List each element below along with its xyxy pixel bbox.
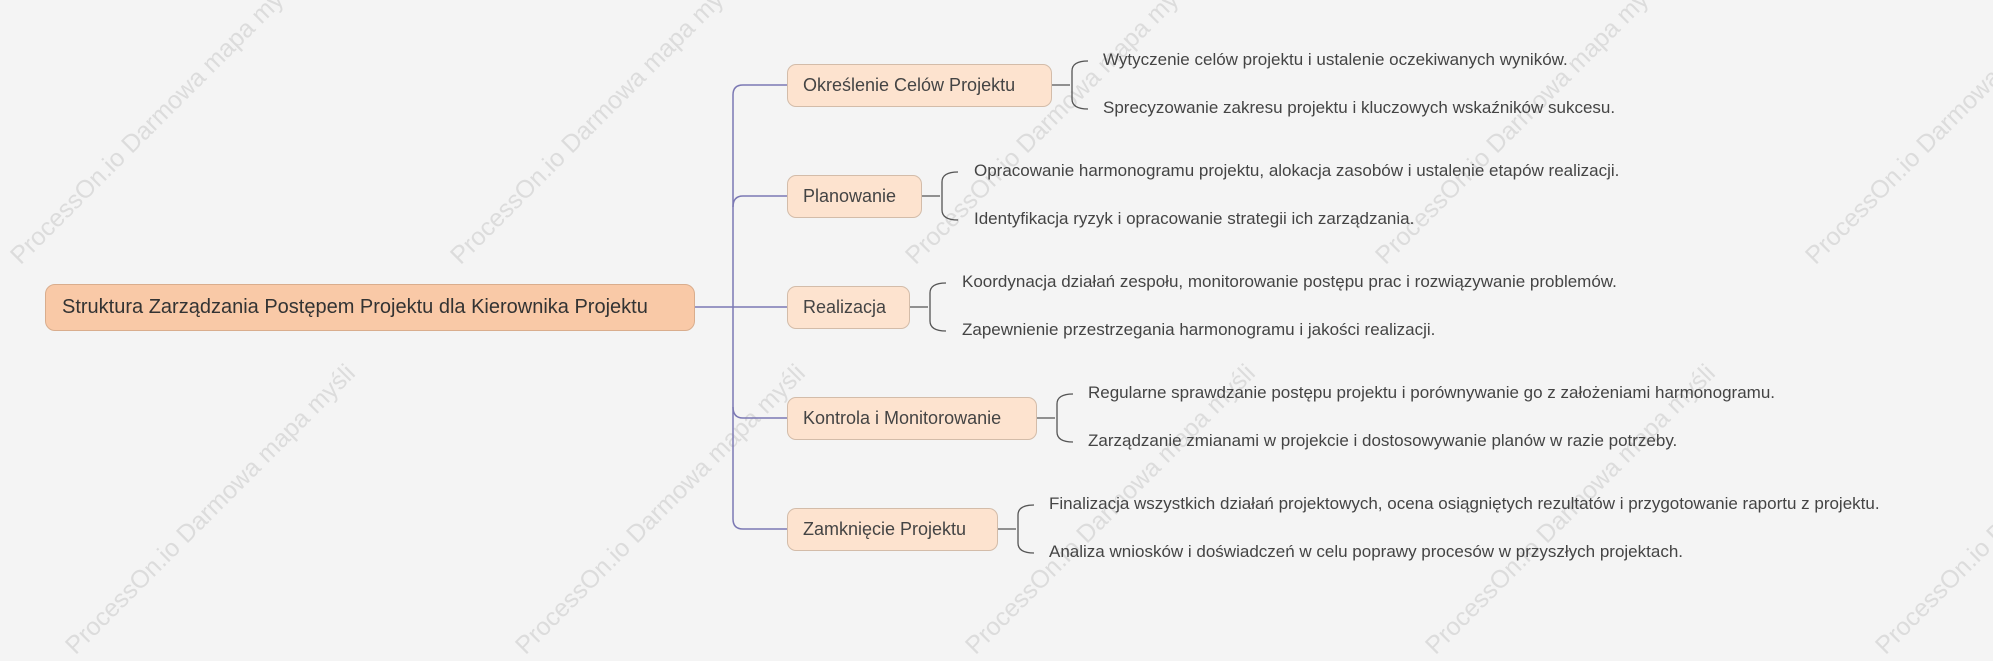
branch-connector — [732, 406, 787, 419]
connectors — [695, 60, 1089, 554]
leaf-bracket — [1037, 393, 1074, 443]
branch-connector — [732, 195, 787, 208]
leaf-topic[interactable]: Wytyczenie celów projektu i ustalenie oc… — [1103, 50, 1568, 69]
leaf-bracket — [922, 171, 959, 221]
leaf-topic[interactable]: Zarządzanie zmianami w projekcie i dosto… — [1088, 431, 1678, 450]
leaf-topic[interactable]: Identyfikacja ryzyk i opracowanie strate… — [974, 209, 1415, 228]
leaf-bracket — [998, 504, 1035, 554]
branch-topic-closure[interactable]: Zamknięcie Projektu — [787, 508, 998, 551]
leaf-topic[interactable]: Finalizacja wszystkich działań projektow… — [1049, 494, 1880, 513]
branch-topic-execution[interactable]: Realizacja — [787, 286, 910, 329]
leaf-topic[interactable]: Sprecyzowanie zakresu projektu i kluczow… — [1103, 98, 1616, 117]
branch-topic-goals[interactable]: Określenie Celów Projektu — [787, 64, 1052, 107]
mind-map: ProcessOn.io Darmowa mapa myśli ProcessO… — [5, 0, 1993, 660]
leaf-topic[interactable]: Opracowanie harmonogramu projektu, aloka… — [974, 161, 1620, 180]
leaf-topic[interactable]: Koordynacja działań zespołu, monitorowan… — [962, 272, 1617, 291]
branch-topic-planning[interactable]: Planowanie — [787, 175, 922, 218]
branch-topic-control[interactable]: Kontrola i Monitorowanie — [787, 397, 1037, 440]
leaf-topic[interactable]: Analiza wniosków i doświadczeń w celu po… — [1049, 542, 1683, 561]
leaf-topic[interactable]: Zapewnienie przestrzegania harmonogramu … — [962, 320, 1436, 339]
root-topic[interactable]: Struktura Zarządzania Postępem Projektu … — [45, 284, 695, 331]
leaf-bracket — [1052, 60, 1089, 110]
leaf-topic[interactable]: Regularne sprawdzanie postępu projektu i… — [1088, 383, 1775, 402]
leaf-bracket — [910, 282, 947, 332]
